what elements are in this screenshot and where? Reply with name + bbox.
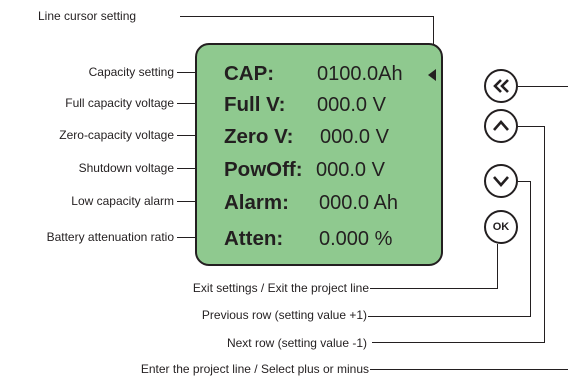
lcd-value: 000.0 V [317, 94, 386, 116]
row-label-zero-voltage: Zero-capacity voltage [59, 128, 174, 142]
ok-icon: OK [492, 221, 510, 233]
button-label-enter: Enter the project line / Select plus or … [140, 362, 369, 376]
button-label-exit: Exit settings / Exit the project line [192, 281, 369, 295]
row-label-attenuation: Battery attenuation ratio [46, 230, 174, 244]
row-label-alarm: Low capacity alarm [71, 194, 174, 208]
button-label-previous: Previous row (setting value +1) [201, 308, 367, 322]
lcd-row-zero-v: Zero V: 000.0 V [197, 122, 441, 152]
lcd-key: Full V: [224, 93, 286, 116]
cursor-setting-label: Line cursor setting [38, 9, 137, 23]
button-label-next: Next row (setting value -1) [226, 336, 367, 350]
ok-button[interactable]: OK [484, 210, 518, 244]
lcd-value: 000.0 V [316, 159, 385, 181]
up-button[interactable] [484, 109, 518, 143]
down-button[interactable] [484, 164, 518, 198]
lcd-row-powoff: PowOff: 000.0 V [197, 155, 441, 185]
lcd-key: Alarm: [224, 191, 289, 214]
lcd-value: 0100.0Ah [317, 63, 403, 85]
lcd-row-atten: Atten: 0.000 % [197, 224, 441, 254]
leader-line-button-3 [370, 244, 498, 289]
lcd-key: Atten: [224, 227, 284, 250]
lcd-row-cap: CAP: 0100.0Ah [197, 59, 441, 89]
chevron-up-icon [493, 120, 509, 131]
chevron-down-icon [493, 176, 509, 187]
exit-button[interactable] [484, 69, 518, 103]
lcd-screen: CAP: 0100.0Ah Full V: 000.0 V Zero V: 00… [195, 43, 443, 266]
double-chevron-left-icon [493, 79, 509, 93]
lcd-value: 000.0 Ah [319, 192, 398, 214]
row-label-shutdown: Shutdown voltage [78, 161, 174, 175]
lcd-row-alarm: Alarm: 000.0 Ah [197, 188, 441, 218]
lcd-row-full-v: Full V: 000.0 V [197, 90, 441, 120]
lcd-value: 000.0 V [320, 126, 389, 148]
lcd-key: Zero V: [224, 125, 294, 148]
lcd-key: PowOff: [224, 158, 303, 181]
row-label-capacity: Capacity setting [88, 65, 174, 79]
leader-line-button-1 [372, 126, 545, 343]
lcd-value: 0.000 % [319, 228, 393, 250]
row-label-full-voltage: Full capacity voltage [65, 96, 174, 110]
leader-line-button-2 [368, 181, 531, 317]
lcd-key: CAP: [224, 62, 275, 85]
line-cursor-icon [428, 69, 436, 81]
